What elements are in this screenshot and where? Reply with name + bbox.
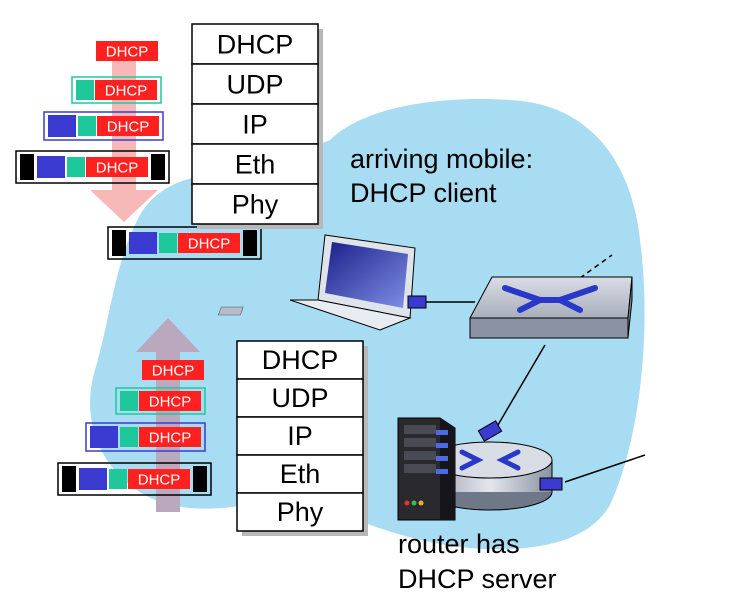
dhcp-payload-label: DHCP <box>138 472 181 489</box>
dhcp-payload-label: DHCP <box>188 236 231 253</box>
eth-trailer <box>193 466 207 492</box>
client-layer-box <box>191 103 319 145</box>
dhcp-payload-label: DHCP <box>149 394 192 411</box>
ip-header <box>48 115 76 137</box>
dhcp-payload <box>142 360 204 380</box>
client-layer-label: IP <box>242 110 268 140</box>
switch-icon <box>469 276 633 339</box>
client-layer-label: DHCP <box>217 30 294 60</box>
client-layer-box <box>191 143 319 185</box>
eth-trailer <box>151 154 165 180</box>
eth-trailer <box>243 230 257 256</box>
server-layer-box <box>236 492 364 532</box>
dhcp-payload <box>97 116 159 136</box>
ip-header <box>79 468 107 490</box>
dhcp-payload-label: DHCP <box>105 83 148 100</box>
udp-header <box>76 80 94 100</box>
dhcp-payload <box>86 157 148 177</box>
dhcp-payload-label: DHCP <box>107 119 150 136</box>
client-layer-label: UDP <box>226 70 283 100</box>
server-icon <box>397 417 456 521</box>
udp-header <box>67 157 85 177</box>
link-switch-up <box>579 254 613 279</box>
dhcp-payload-label: DHCP <box>96 160 139 177</box>
udp-header <box>159 233 177 253</box>
dhcp-packet: DHCP <box>57 462 212 496</box>
client-label-line1: arriving mobile: <box>350 144 533 174</box>
router-icon <box>427 420 563 511</box>
client-layer-box <box>191 183 319 225</box>
server-label-line2: DHCP server <box>398 564 557 594</box>
dhcp-packet: DHCP <box>115 387 206 415</box>
udp-header <box>120 391 138 411</box>
server-label-line1: router has <box>398 529 520 559</box>
dhcp-packet: DHCP <box>142 360 204 380</box>
server-layer-label: UDP <box>271 383 328 413</box>
dhcp-payload <box>139 391 201 411</box>
client-layer-label: Phy <box>232 190 279 220</box>
eth-header <box>112 230 126 256</box>
client-layer-box <box>191 63 319 105</box>
dhcp-payload <box>178 233 240 253</box>
dhcp-packet: DHCP <box>85 422 206 452</box>
client-label-line2: DHCP client <box>350 178 497 208</box>
dhcp-packet: DHCP <box>43 111 164 141</box>
server-layer-box <box>236 454 364 494</box>
dhcp-payload <box>139 427 201 447</box>
link-switch-router <box>494 344 546 431</box>
ip-header <box>129 232 157 254</box>
udp-header <box>109 469 127 489</box>
dhcp-packet: DHCP <box>71 76 162 104</box>
udp-header <box>78 116 96 136</box>
server-layer-label: DHCP <box>262 345 339 375</box>
dhcp-packet: DHCP <box>15 150 170 184</box>
dhcp-payload <box>96 41 158 61</box>
server-layer-label: IP <box>287 421 313 451</box>
dhcp-payload-label: DHCP <box>149 430 192 447</box>
udp-header <box>120 427 138 447</box>
eth-header <box>62 466 76 492</box>
arrow-up <box>136 318 200 512</box>
server-layer-label: Eth <box>280 459 321 489</box>
ip-header <box>90 426 118 448</box>
dhcp-payload-label: DHCP <box>152 363 195 380</box>
client-layer-label: Eth <box>235 150 276 180</box>
laptop-icon <box>217 234 427 331</box>
client-packet-stack: DHCP DHCP DHCP DHCP DHCP <box>15 41 262 260</box>
server-layer-label: Phy <box>277 497 324 527</box>
dhcp-payload <box>128 469 190 489</box>
link-router-out <box>564 454 646 483</box>
client-layer-box <box>191 23 319 65</box>
dhcp-payload <box>95 80 157 100</box>
dhcp-packet: DHCP <box>107 226 262 260</box>
server-packet-stack: DHCP DHCP DHCP DHCP <box>57 360 212 496</box>
dhcp-packet: DHCP <box>96 41 158 61</box>
dhcp-payload-label: DHCP <box>106 44 149 61</box>
ip-header <box>37 156 65 178</box>
eth-header <box>20 154 34 180</box>
